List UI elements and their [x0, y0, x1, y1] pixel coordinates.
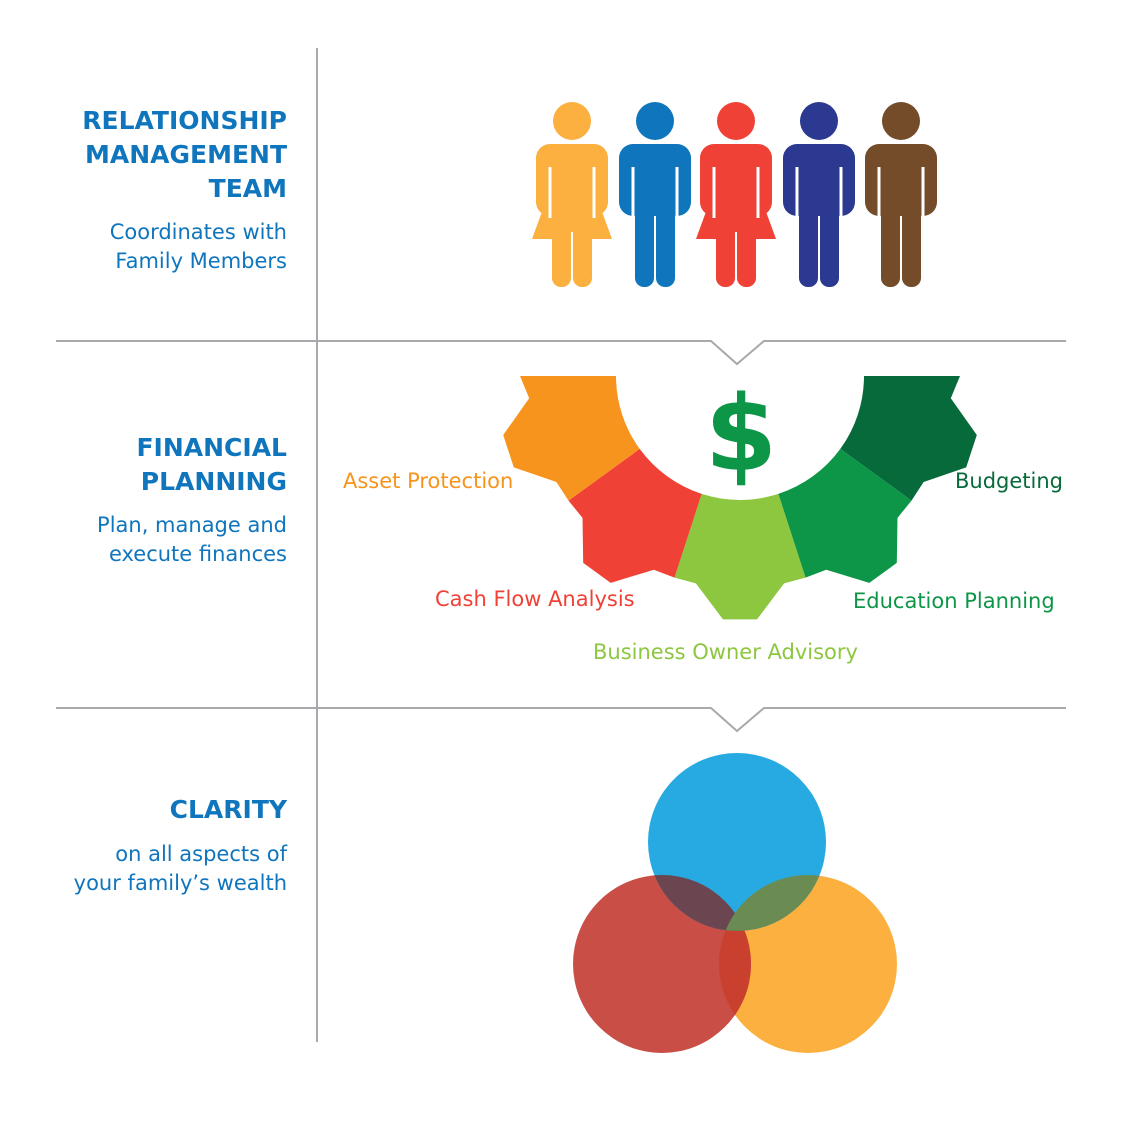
label-education-planning: Education Planning [853, 589, 1055, 613]
section-title: TEAM [209, 174, 287, 203]
label-cash-flow: Cash Flow Analysis [435, 587, 635, 611]
section-financial: FINANCIAL PLANNING Plan, manage and exec… [97, 433, 287, 566]
section-title: PLANNING [141, 467, 287, 496]
section-subtitle: on all aspects of [115, 842, 287, 866]
dollar-icon: $ [705, 373, 777, 495]
divider-2 [56, 707, 1066, 733]
man-icon [865, 102, 937, 290]
divider-1 [56, 340, 1066, 366]
woman-icon [532, 102, 612, 290]
label-budgeting: Budgeting [955, 469, 1063, 493]
man-icon [619, 102, 691, 290]
financial-planning-gear [503, 376, 977, 620]
clarity-venn-diagram [573, 753, 897, 1053]
section-subtitle: Coordinates with [110, 220, 287, 244]
gear-segment-business-owner-advisory [674, 493, 806, 620]
section-relationship: RELATIONSHIP MANAGEMENT TEAM Coordinates… [82, 106, 287, 273]
section-subtitle: Plan, manage and [97, 513, 287, 537]
section-title: RELATIONSHIP [82, 106, 287, 135]
gear-segment-budgeting [840, 376, 977, 501]
label-asset-protection: Asset Protection [343, 469, 513, 493]
section-subtitle: execute finances [109, 542, 287, 566]
gear-segment-cash-flow-analysis [568, 448, 702, 583]
man-icon [783, 102, 855, 290]
section-title: MANAGEMENT [85, 140, 287, 169]
venn-overlap-blue-orange [719, 875, 826, 931]
section-subtitle: your family’s wealth [74, 871, 287, 895]
section-clarity: CLARITY on all aspects of your family’s … [74, 795, 288, 895]
family-members-icons [532, 102, 937, 290]
venn-overlap-blue-red [648, 875, 751, 931]
gear-segment-education-planning [778, 448, 912, 583]
woman-icon [696, 102, 776, 290]
label-business-owner: Business Owner Advisory [593, 640, 858, 664]
section-title: CLARITY [170, 795, 288, 824]
section-title: FINANCIAL [136, 433, 287, 462]
section-subtitle: Family Members [115, 249, 287, 273]
gear-segment-asset-protection [503, 376, 640, 501]
